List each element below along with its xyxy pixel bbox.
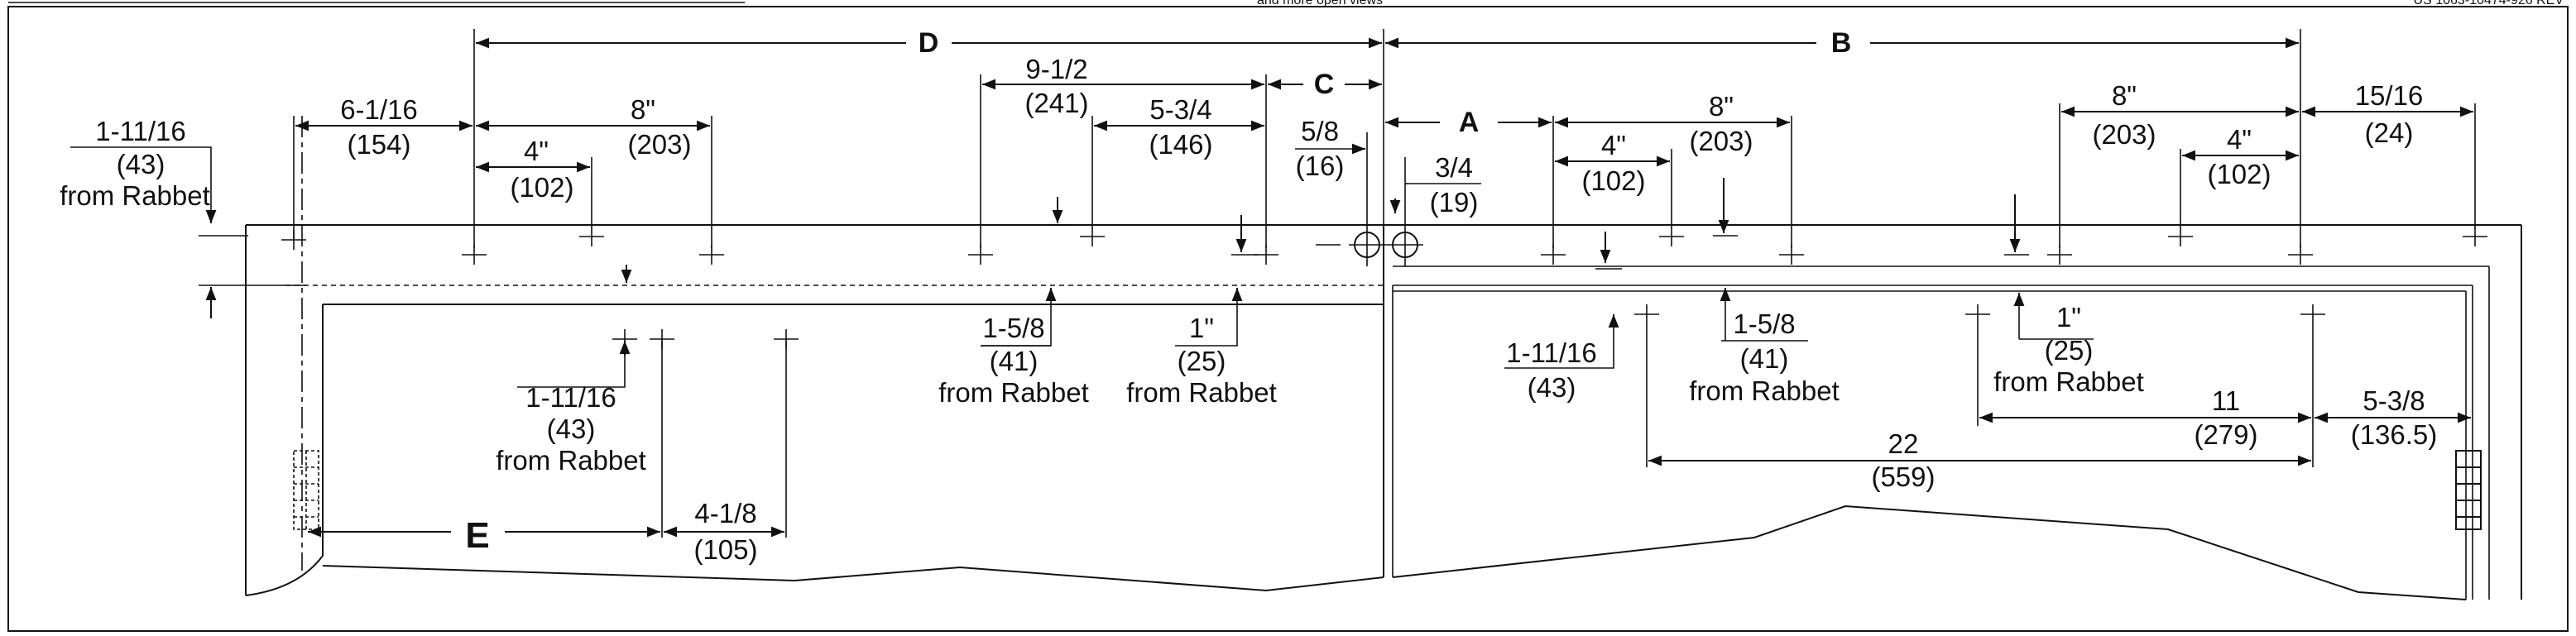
- label-c1: 5/8: [1301, 116, 1339, 146]
- label-d4: 9-1/2: [1025, 54, 1087, 84]
- label-d2: 8": [631, 94, 655, 125]
- label-lr-h5: 5-3/8: [2363, 385, 2425, 416]
- label-lr-h1: 1-11/16: [1506, 337, 1596, 368]
- label-lr-h1-mm: (43): [1528, 372, 1576, 403]
- hole-mark: [579, 227, 604, 246]
- label-r4: 4": [2227, 124, 2252, 155]
- label-ll-h2: 1": [1189, 313, 1214, 343]
- dim-letter-e: E: [465, 515, 489, 556]
- label-d5: 5-3/4: [1149, 94, 1211, 125]
- label-ll-h3: 1-11/16: [525, 382, 616, 413]
- label-rabbet-offset: 1-11/16: [95, 116, 185, 146]
- label-r1: 4": [1601, 130, 1626, 160]
- page-border: [7, 2, 2569, 632]
- dim-letter-d: D: [919, 27, 939, 59]
- right-hinge-icon: [2455, 450, 2482, 530]
- label-r1-mm: (102): [1581, 165, 1645, 196]
- label-c1-mm: (16): [1296, 151, 1345, 181]
- label-r2: 8": [1709, 91, 1734, 122]
- label-lr-h4: 11: [2212, 385, 2240, 416]
- dim-letter-b: B: [1831, 27, 1852, 59]
- header-center-note: and more open views: [1257, 0, 1383, 7]
- label-r3: 8": [2112, 80, 2137, 111]
- label-lr-h3-note: from Rabbet: [1993, 366, 2144, 397]
- dim-letter-c: C: [1314, 69, 1335, 100]
- label-rabbet-offset-note: from Rabbet: [60, 180, 210, 211]
- hole-mark: [1659, 227, 1684, 246]
- label-ll-h3-mm: (43): [547, 414, 596, 444]
- label-r4-mm: (102): [2207, 159, 2271, 189]
- label-ll-h2-mm: (25): [1178, 346, 1226, 376]
- label-ll-h1-note: from Rabbet: [938, 377, 1089, 408]
- dimension-labels: D B C A E 1-11/16 (43) from Rabbet 6-1/1…: [60, 27, 2437, 565]
- label-d5-mm: (146): [1149, 129, 1212, 160]
- label-ll-h1: 1-5/8: [982, 313, 1044, 343]
- frame-outline: [245, 116, 2522, 600]
- label-r3-mm: (203): [2092, 119, 2156, 150]
- label-d1: 6-1/16: [340, 94, 418, 125]
- label-ll-h2-note: from Rabbet: [1126, 377, 1277, 408]
- label-ll-h1-mm: (41): [990, 346, 1039, 376]
- label-ll-h4: 4-1/8: [694, 498, 756, 528]
- label-d3: 4": [524, 136, 549, 166]
- label-r5: 15/16: [2355, 80, 2424, 111]
- label-d3-mm: (102): [510, 172, 573, 203]
- hole-mark: [1634, 304, 1659, 324]
- label-ll-h3-note: from Rabbet: [496, 445, 646, 476]
- hole-mark: [1080, 227, 1105, 246]
- dim-letter-a: A: [1459, 107, 1480, 138]
- label-lr-h3: 1": [2056, 302, 2081, 332]
- label-lr-h3-mm: (25): [2045, 335, 2094, 366]
- label-lr-h2: 1-5/8: [1733, 308, 1795, 339]
- label-lr-h6-mm: (559): [1871, 461, 1935, 492]
- center-pivot-icon: [1316, 223, 1423, 266]
- dimension-lines: [70, 29, 2476, 538]
- label-rabbet-offset-mm: (43): [117, 149, 165, 179]
- label-c2: 3/4: [1435, 152, 1473, 183]
- label-r2-mm: (203): [1689, 126, 1753, 156]
- label-c2-mm: (19): [1430, 187, 1479, 218]
- label-r5-mm: (24): [2365, 117, 2414, 148]
- label-d1-mm: (154): [347, 129, 410, 160]
- hole-mark: [2463, 227, 2487, 246]
- label-lr-h6: 22: [1888, 428, 1919, 459]
- label-ll-h4-mm: (105): [693, 534, 757, 565]
- label-lr-h4-mm: (279): [2194, 419, 2257, 450]
- hole-mark: [2168, 227, 2193, 246]
- label-lr-h5-mm: (136.5): [2351, 419, 2438, 450]
- header-right-note: US 1063-10474-926 REV: [2414, 0, 2564, 7]
- label-lr-h2-note: from Rabbet: [1689, 375, 1840, 406]
- label-d4-mm: (241): [1024, 88, 1088, 118]
- hole-mark: [1965, 304, 1990, 324]
- hole-mark: [2300, 304, 2325, 324]
- left-hinge-icon: [293, 450, 319, 530]
- label-lr-h2-mm: (41): [1740, 343, 1789, 374]
- label-d2-mm: (203): [627, 129, 691, 160]
